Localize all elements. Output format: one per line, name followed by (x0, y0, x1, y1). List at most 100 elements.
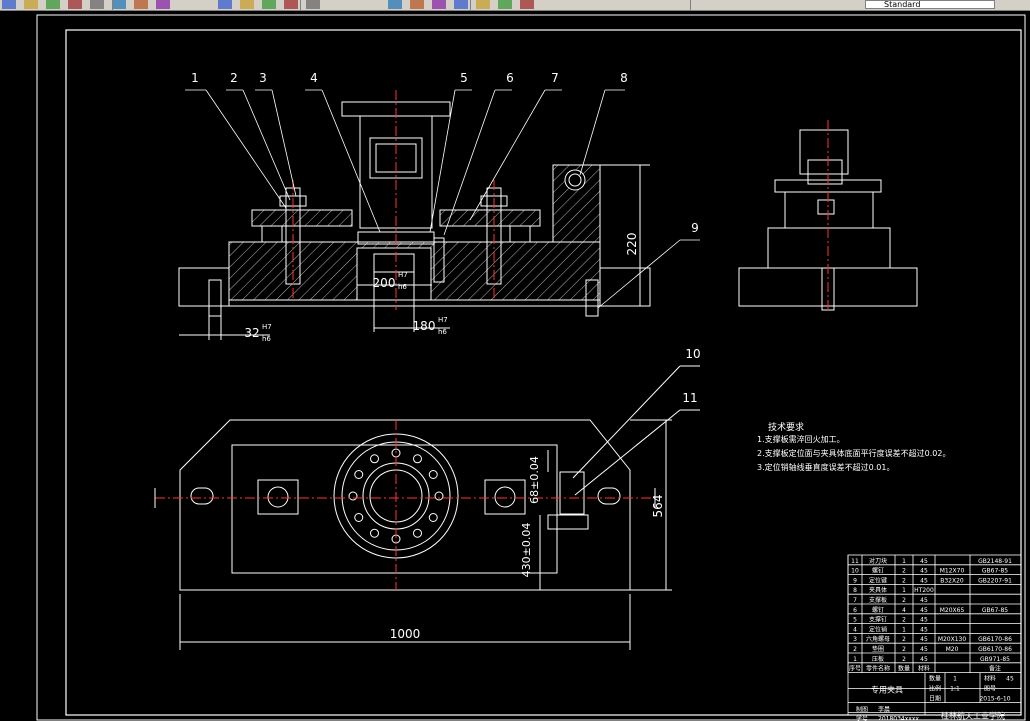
part-balloon-8: 8 (620, 71, 628, 85)
bom-name: 定位销 (869, 625, 887, 633)
bom-no: 6 (853, 607, 857, 614)
bom-name: 螺钉 (872, 567, 884, 575)
bom-qty: 2 (902, 656, 906, 663)
zoom-previous-icon[interactable] (388, 0, 402, 9)
standard-toolbar: Standard (0, 0, 1030, 11)
tb-qty-val: 1 (953, 676, 957, 683)
bom-qty: 2 (902, 568, 906, 575)
bom-qty: 1 (902, 626, 906, 633)
markup-icon[interactable] (498, 0, 512, 9)
dim-564: 564 (651, 495, 665, 518)
bom-qty: 2 (902, 617, 906, 624)
bom-no: 7 (853, 597, 857, 604)
dim-32: 32 (244, 326, 259, 340)
cut-icon[interactable] (90, 0, 104, 9)
inner-border (65, 29, 1022, 716)
bom-mat: 45 (920, 568, 928, 575)
new-icon[interactable] (2, 0, 16, 9)
tb-scale-label: 比例 (929, 685, 941, 693)
bom-std: B32X20 (940, 577, 964, 584)
bolt-hole (354, 513, 364, 522)
bom-name: 对刀块 (869, 557, 887, 565)
paste-icon[interactable] (134, 0, 148, 9)
pan-icon[interactable] (262, 0, 276, 9)
bom-table (847, 554, 1022, 716)
tb-school: 桂林航天工业学院 (941, 711, 1005, 721)
bolt-hole (348, 491, 358, 501)
toolbar-separator (300, 0, 301, 10)
dim-1000: 1000 (390, 627, 421, 641)
open-icon[interactable] (24, 0, 38, 9)
tb-designer-val: 李晨 (878, 706, 890, 714)
bom-name: 压板 (872, 655, 884, 663)
tech-req-item-1: 1.支撑板需淬回火加工。 (757, 434, 845, 444)
tb-mat-label: 材料 (984, 675, 996, 683)
bolt-hole (428, 470, 438, 479)
part-balloon-9: 9 (691, 221, 699, 235)
bom-code: GB67-85 (982, 568, 1008, 575)
save-icon[interactable] (46, 0, 60, 9)
bom-h-name: 零件名称 (866, 665, 890, 673)
bom-no: 10 (851, 568, 859, 575)
sheet-set-icon[interactable] (476, 0, 490, 9)
redo-icon[interactable] (240, 0, 254, 9)
tb-scale-val: 1:1 (950, 686, 960, 693)
match-properties-icon[interactable] (156, 0, 170, 9)
bom-name: 支撑钉 (869, 616, 887, 624)
bom-name: 六角螺母 (866, 635, 890, 643)
tb-fixture-name: 专用夹具 (871, 685, 903, 695)
design-center-icon[interactable] (432, 0, 446, 9)
tech-req-item-2: 2.支撑板定位面与夹具体底面平行度误差不超过0.02。 (757, 448, 950, 458)
bom-name: 螺钉 (872, 606, 884, 614)
bom-qty: 2 (902, 577, 906, 584)
bom-mat: 45 (920, 646, 928, 653)
dim-200: 200 (373, 276, 396, 290)
tech-req-item-3: 3.定位销轴线垂直度误差不超过0.01。 (757, 462, 894, 472)
bom-code: GB2207-91 (978, 577, 1012, 584)
bom-code: GB971-85 (980, 656, 1010, 663)
part-balloon-10: 10 (685, 347, 700, 361)
dim-220: 220 (625, 233, 639, 256)
bom-name: 夹具体 (869, 586, 887, 594)
bom-h-no: 序号 (849, 665, 861, 673)
bom-mat: 45 (920, 577, 928, 584)
text-style-combo[interactable]: Standard (865, 0, 995, 9)
zoom-window-icon[interactable] (306, 0, 320, 9)
calculator-icon[interactable] (520, 0, 534, 9)
copy-icon[interactable] (112, 0, 126, 9)
bom-code: GB2148-91 (978, 558, 1012, 565)
dim-430: 430±0.04 (520, 523, 533, 578)
bolt-hole (354, 470, 364, 479)
bolt-hole (413, 454, 422, 464)
bom-no: 9 (853, 577, 857, 584)
bom-mat: 45 (920, 617, 928, 624)
bolt-hole (370, 454, 379, 464)
tool-palettes-icon[interactable] (454, 0, 468, 9)
bom-no: 1 (853, 656, 857, 663)
bom-no: 4 (853, 626, 857, 633)
bolt-hole (413, 528, 422, 538)
bom-code: GB6170-86 (978, 646, 1012, 653)
bom-qty: 1 (902, 558, 906, 565)
dim-200-tol-top: H7 (398, 271, 408, 279)
bolt-hole (370, 528, 379, 538)
side-view (738, 120, 918, 312)
properties-icon[interactable] (410, 0, 424, 9)
tb-sheet-label: 图号 (984, 686, 996, 693)
bom-qty: 2 (902, 646, 906, 653)
bom-name: 支撑板 (869, 596, 887, 604)
bom-mat: 45 (920, 626, 928, 633)
dim-32-tol-top: H7 (262, 323, 272, 331)
bom-std: M12X70 (940, 568, 965, 575)
bom-qty: 4 (902, 607, 906, 614)
print-icon[interactable] (68, 0, 82, 9)
bom-no: 3 (853, 636, 857, 643)
part-balloon-1: 1 (191, 71, 199, 85)
top-view (154, 365, 700, 650)
zoom-realtime-icon[interactable] (284, 0, 298, 9)
dim-180-tol-top: H7 (438, 316, 448, 324)
undo-icon[interactable] (218, 0, 232, 9)
bom-mat: 45 (920, 607, 928, 614)
part-balloon-5: 5 (460, 71, 468, 85)
